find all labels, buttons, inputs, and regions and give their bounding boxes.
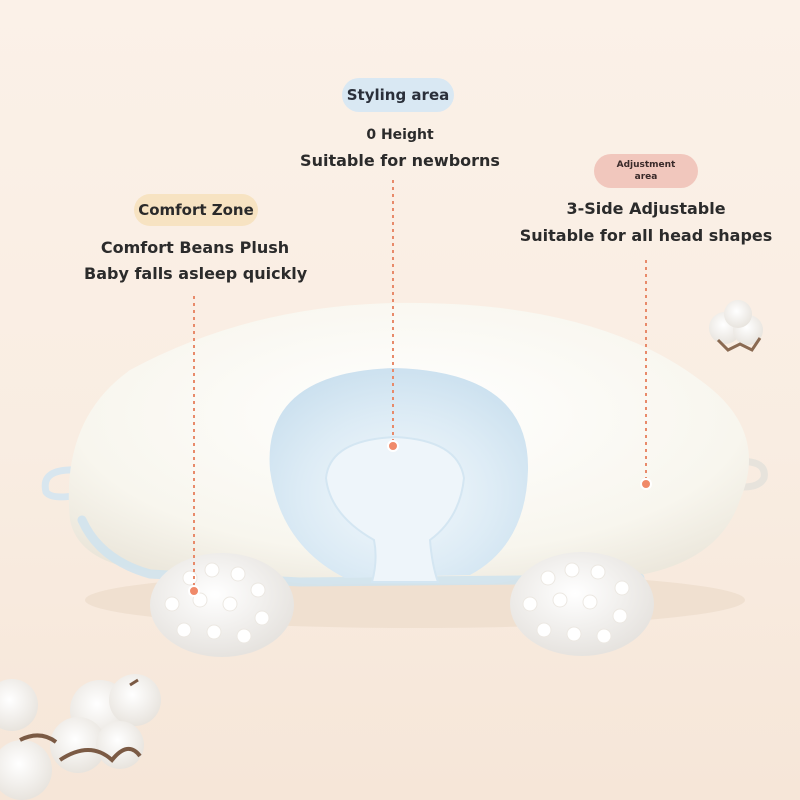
adjust-line-1: 3-Side Adjustable [566, 199, 726, 218]
cotton-boll-top-right [709, 300, 763, 352]
cotton-boll-bottom-left [0, 674, 161, 800]
styling-area-badge: Styling area [342, 78, 454, 112]
adjust-line-2: Suitable for all head shapes [519, 226, 773, 245]
styling-line-2: Suitable for newborns [300, 151, 500, 170]
left-loop [41, 466, 82, 501]
right-bump-ball [510, 552, 654, 656]
comfort-pointer-dot [188, 585, 200, 597]
styling-pointer-dot [387, 440, 399, 452]
left-bump-ball [150, 553, 294, 657]
pillow-hollow-inner [324, 435, 466, 583]
styling-line-1: 0 Height [366, 127, 434, 143]
comfort-zone-badge: Comfort Zone [134, 194, 258, 226]
adjustment-area-badge: Adjustment area [594, 154, 698, 188]
comfort-line-2: Baby falls asleep quickly [84, 264, 308, 283]
adjust-pointer-dot [640, 478, 652, 490]
comfort-line-1: Comfort Beans Plush [100, 238, 290, 257]
